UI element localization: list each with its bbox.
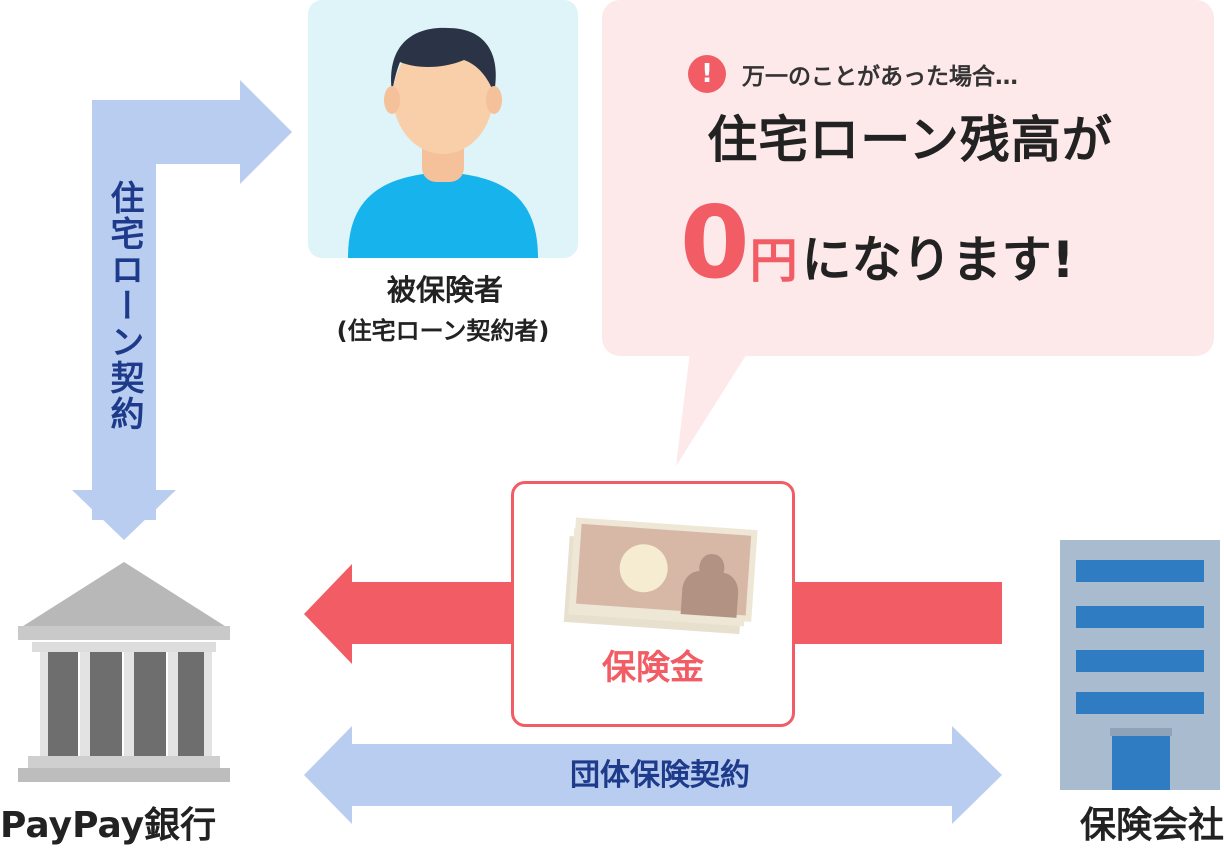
bank-building-icon	[18, 562, 230, 782]
bubble-result: 0 円 になります!	[680, 188, 1200, 298]
group-contract-arrow	[304, 726, 1002, 824]
loan-contract-arrow	[72, 80, 292, 540]
insurance-payout-box	[511, 481, 795, 727]
bubble-headline: 住宅ローン残高が	[707, 111, 1113, 169]
group-contract-label: 団体保険契約	[570, 758, 750, 793]
result-zero-amount: 0	[680, 184, 750, 301]
bubble-intro: ! 万一のことがあった場合…	[688, 54, 1188, 94]
insurer-label: 保険会社	[1079, 805, 1224, 846]
alert-icon: !	[688, 55, 726, 93]
result-yen-unit: 円	[749, 233, 798, 289]
bubble-tail	[676, 352, 748, 466]
insured-person-card	[308, 0, 578, 258]
result-text: になります!	[801, 231, 1075, 289]
insured-person-label: 被保険者	[386, 273, 503, 307]
person-icon	[348, 27, 538, 258]
insured-person-sublabel: (住宅ローン契約者)	[336, 317, 550, 345]
office-building-icon	[1060, 540, 1220, 790]
banknotes-icon	[563, 517, 758, 635]
bank-label: PayPay銀行	[0, 805, 217, 846]
bubble-intro-text: 万一のことがあった場合…	[742, 64, 1018, 90]
insurance-payout-label: 保険金	[602, 648, 704, 688]
loan-contract-label: 住宅ローン契約	[104, 180, 144, 432]
